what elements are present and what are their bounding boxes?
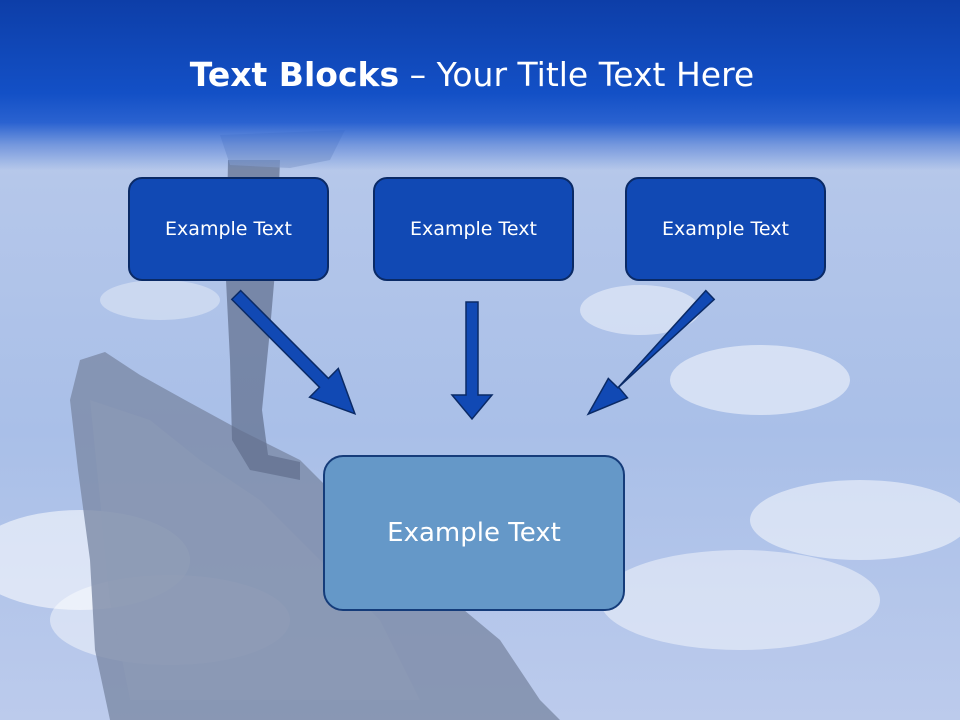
text-block-left[interactable]: Example Text <box>128 177 329 281</box>
slide-title: Text Blocks – Your Title Text Here <box>0 52 944 98</box>
arrow-middle <box>450 301 494 421</box>
title-rest: Your Title Text Here <box>436 55 755 94</box>
center-text-block[interactable]: Example Text <box>323 455 625 611</box>
text-block-right[interactable]: Example Text <box>625 177 826 281</box>
center-text-block-label: Example Text <box>387 518 561 548</box>
text-block-middle[interactable]: Example Text <box>373 177 574 281</box>
text-block-middle-label: Example Text <box>410 218 537 240</box>
title-dash: – <box>399 55 437 94</box>
arrow-left <box>230 289 357 416</box>
arrow-right <box>586 289 716 416</box>
text-block-left-label: Example Text <box>165 218 292 240</box>
title-band <box>0 0 960 170</box>
title-bold: Text Blocks <box>189 55 400 94</box>
text-block-right-label: Example Text <box>662 218 789 240</box>
